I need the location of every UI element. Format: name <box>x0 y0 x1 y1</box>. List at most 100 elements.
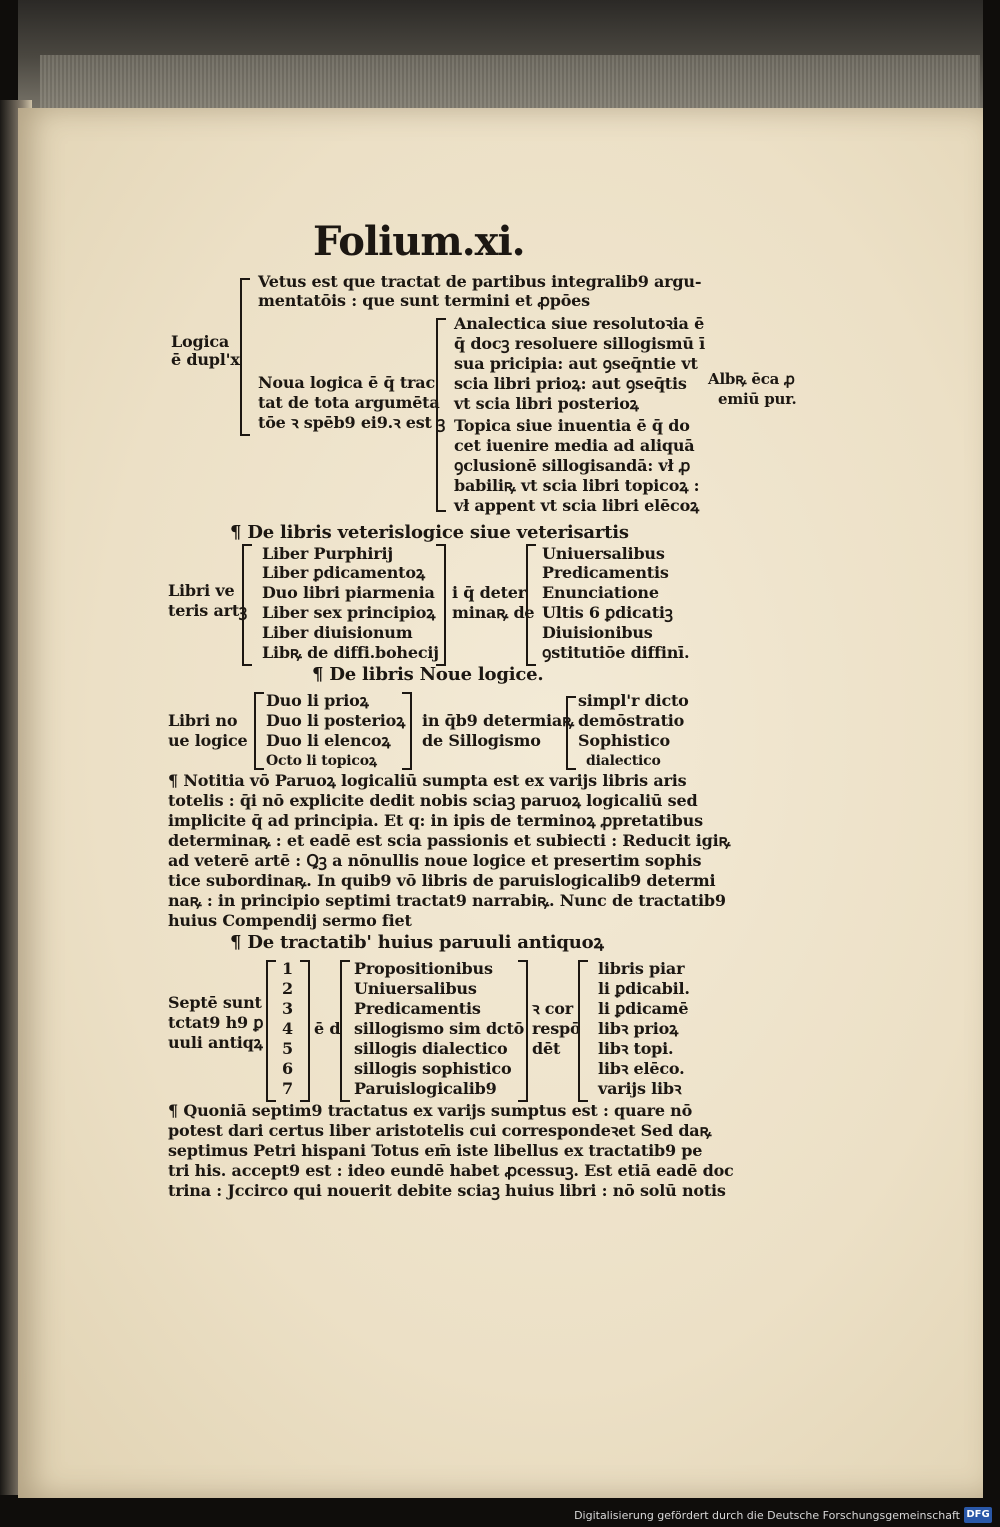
topica-line-5: vł appent vt scia libri elēcoꝝ <box>454 496 700 515</box>
topica-line-4: babiliꝶ vt scia libri topicoꝝ : <box>454 476 700 495</box>
para2-line-4: tri his. accept9 est : ideo eundē habet … <box>168 1161 734 1180</box>
noue-book-2: Duo li posterioꝝ <box>266 711 406 730</box>
veteris-book-3: Duo libri piarmenia <box>262 583 435 602</box>
number-2: 2 <box>282 979 293 998</box>
bracket-veteris-books <box>242 544 252 666</box>
cor-line-3: dēt <box>532 1039 561 1058</box>
bracket-right-open <box>578 960 588 1102</box>
para2-line-1: ¶ Quoniā septim9 tractatus ex varijs sum… <box>168 1101 693 1120</box>
vetus-line-1: Vetus est que tractat de partibus integr… <box>258 272 702 291</box>
veteris-topic-1: Uniuersalibus <box>542 544 665 563</box>
para1-line-2: totelis : q̄i nō explicite dedit nobis s… <box>168 791 698 810</box>
number-3: 3 <box>282 999 293 1018</box>
bracket-nova <box>436 318 446 512</box>
noue-book-3: Duo li elencoꝝ <box>266 731 391 750</box>
bracket-noue-right <box>566 696 576 770</box>
vetus-line-2: mentatōis : que sunt termini et ꝓpōes <box>258 291 590 310</box>
margin-note-1: Albꝶ ēca ꝓ <box>708 370 795 388</box>
bracket-topics-open <box>340 960 350 1102</box>
veteris-topic-6: ꝯstitutiōe diffinī. <box>542 643 690 662</box>
septem-label-3: uuli antiqꝝ <box>168 1033 263 1052</box>
noue-mid-1: in q̄b9 determiaꝶ <box>422 711 574 730</box>
analectica-line-1: Analectica siue resolutoꝛia ē <box>454 314 705 333</box>
folio-heading: Folium.xi. <box>313 218 526 265</box>
veteris-book-6: Libꝶ de diffi.bohecij <box>262 643 439 662</box>
heading-noue: ¶ De libris Noue logice. <box>312 664 544 685</box>
para2-line-3: septimus Petri hispani Totus em̄ iste li… <box>168 1141 703 1160</box>
tract-right-2: li ꝑdicabil. <box>598 979 690 998</box>
para1-line-1: ¶ Notitia vō Paruoꝝ logicaliū sumpta est… <box>168 771 687 790</box>
para2-line-2: potest dari certus liber aristotelis cui… <box>168 1121 712 1140</box>
logica-label-2: ē dupl'x <box>171 350 240 369</box>
tract-right-3: li ꝑdicamē <box>598 999 689 1018</box>
noue-right-2: demōstratio <box>578 711 685 730</box>
veteris-book-5: Liber diuisionum <box>262 623 413 642</box>
tract-mid: ē d <box>314 1019 341 1038</box>
bracket-noue-close <box>402 692 412 770</box>
heading-veteris: ¶ De libris veterislogice siue veterisar… <box>230 522 629 543</box>
footer-credit: Digitalisierung gefördert durch die Deut… <box>574 1509 960 1522</box>
noue-right-1: simpl'r dicto <box>578 691 689 710</box>
noue-mid-2: de Sillogismo <box>422 731 541 750</box>
logica-label-1: Logica <box>171 332 230 351</box>
number-4: 4 <box>282 1019 293 1038</box>
tract-topic-1: Propositionibus <box>354 959 493 978</box>
topica-line-3: ꝯclusionē sillogisandā: vł ꝓ <box>454 456 691 475</box>
para1-line-4: determinaꝶ : et eadē est scia passionis … <box>168 831 731 850</box>
para1-line-5: ad veterē artē : Ꝗꝫ a nōnullis noue logi… <box>168 851 702 870</box>
veteris-topic-2: Predicamentis <box>542 563 669 582</box>
footer-bar <box>0 1505 1000 1527</box>
veteris-label-1: Libri ve <box>168 581 235 600</box>
tract-right-1: libris piar <box>598 959 685 978</box>
margin-note-2: emiū pur. <box>718 390 797 408</box>
analectica-line-2: q̄ docꝫ resoluere sillogismū ī <box>454 334 706 353</box>
cor-line-2: respō <box>532 1019 581 1038</box>
noue-label-1: Libri no <box>168 711 238 730</box>
analectica-line-4: scia libri prioꝝ: aut ꝯseq̄tis <box>454 374 687 393</box>
dfg-logo: DFG <box>964 1507 992 1523</box>
topica-line-2: cet iuenire media ad aliquā <box>454 436 695 455</box>
veteris-book-2: Liber ꝑdicamentoꝝ <box>262 563 425 582</box>
book-page: Folium.xi. Vetus est que tractat de part… <box>18 108 983 1498</box>
tract-topic-4: sillogismo sim dctō <box>354 1019 525 1038</box>
bracket-noue-books <box>254 692 264 770</box>
para1-line-7: naꝶ : in principio septimi tractat9 narr… <box>168 891 726 910</box>
tract-topic-6: sillogis sophistico <box>354 1059 512 1078</box>
veteris-book-4: Liber sex principioꝝ <box>262 603 436 622</box>
noue-right-3: Sophistico <box>578 731 671 750</box>
topica-line-1: Topica siue inuentia ē q̄ do <box>454 416 690 435</box>
bracket-logica <box>240 278 250 436</box>
tract-topic-5: sillogis dialectico <box>354 1039 508 1058</box>
cor-line-1: ꝛ cor <box>532 999 573 1018</box>
noue-book-4: Octo li topicoꝝ <box>266 753 377 769</box>
bracket-veteris-topics <box>526 544 536 666</box>
noue-book-1: Duo li prioꝝ <box>266 691 369 710</box>
veteris-label-2: teris artꝫ <box>168 601 248 620</box>
veteris-topic-4: Ultis 6 ꝑdicatiꝫ <box>542 603 673 622</box>
nova-line-1: Noua logica ē q̄ trac <box>258 373 436 392</box>
para2-line-5: trina : Jccirco qui nouerit debite sciaꝫ… <box>168 1181 726 1200</box>
noue-right-4: dialectico <box>586 753 661 769</box>
tract-topic-7: Paruislogicalib9 <box>354 1079 497 1098</box>
tract-right-5: libꝛ topi. <box>598 1039 674 1058</box>
tract-right-6: libꝛ elēco. <box>598 1059 685 1078</box>
veteris-topic-5: Diuisionibus <box>542 623 653 642</box>
number-1: 1 <box>282 959 293 978</box>
veteris-topic-3: Enunciatione <box>542 583 659 602</box>
veteris-book-1: Liber Purphirij <box>262 544 393 563</box>
septem-label-1: Septē sunt <box>168 993 262 1012</box>
number-5: 5 <box>282 1039 293 1058</box>
nova-line-2: tat de tota argumēta <box>258 393 440 412</box>
bracket-topics-close <box>518 960 528 1102</box>
tract-right-7: varijs libꝛ <box>598 1079 682 1098</box>
nova-line-3: tōe ꝛ spēb9 ei9.ꝛ est ꝫ <box>258 413 446 432</box>
septem-label-2: tctat9 h9 ꝑ <box>168 1013 264 1032</box>
para1-line-8: huius Compendij sermo fiet <box>168 911 412 930</box>
heading-tractatibus: ¶ De tractatib' huius paruuli antiquoꝝ <box>230 932 604 953</box>
tract-topic-3: Predicamentis <box>354 999 481 1018</box>
number-7: 7 <box>282 1079 293 1098</box>
veteris-mid-1: i q̄ deter <box>452 583 526 602</box>
noue-label-2: ue logice <box>168 731 248 750</box>
tract-right-4: libꝛ prioꝝ <box>598 1019 679 1038</box>
para1-line-6: tice subordinaꝶ. In quib9 vō libris de p… <box>168 871 716 890</box>
